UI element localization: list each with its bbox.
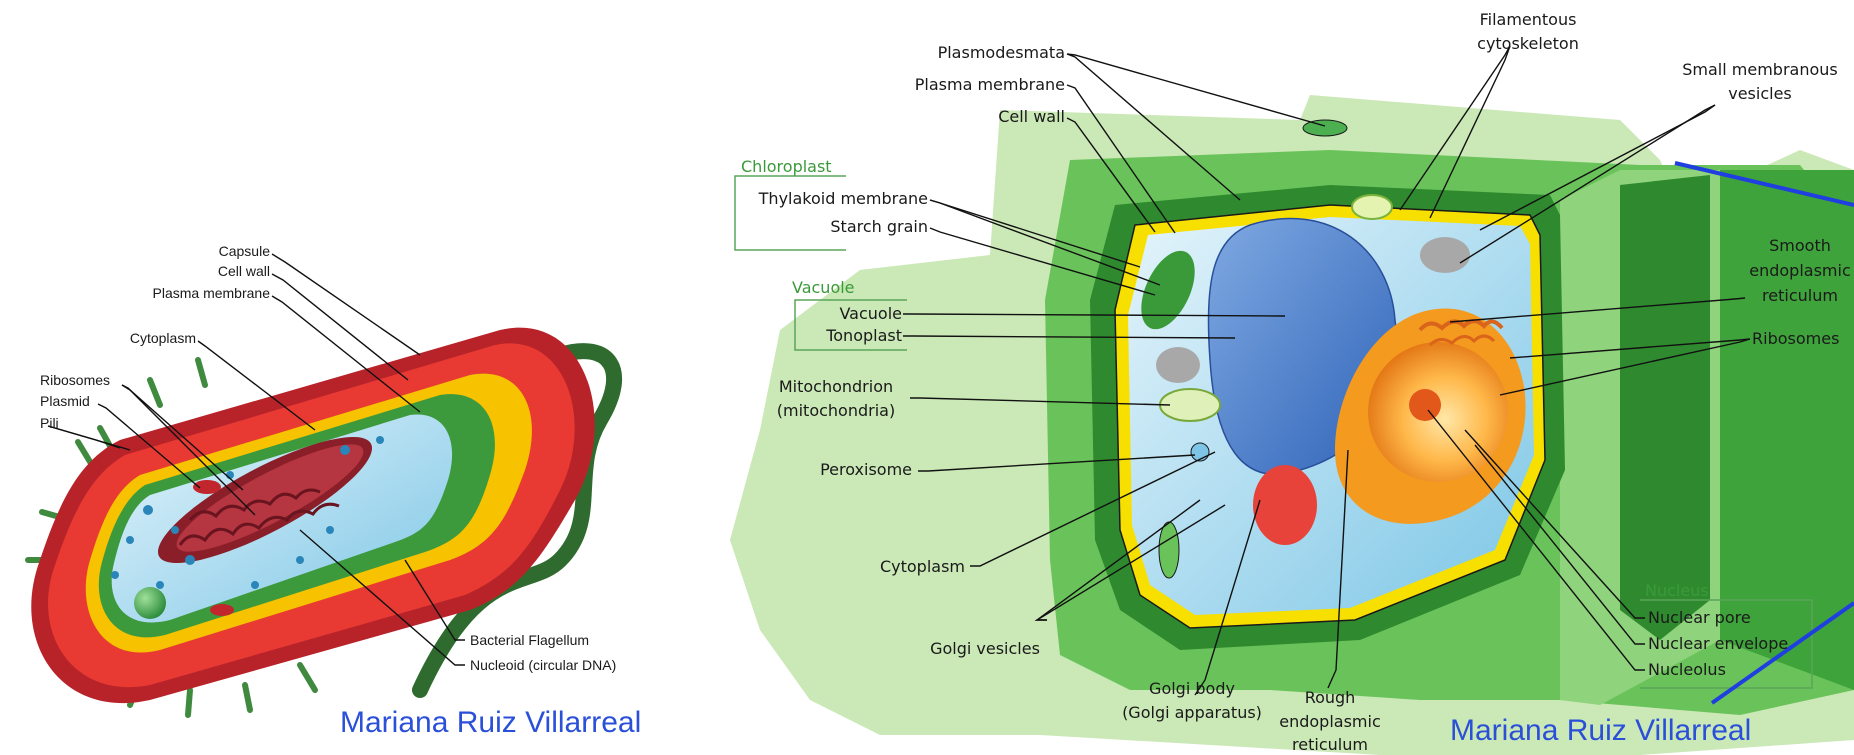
label-ribosomes: Ribosomes — [40, 372, 110, 388]
golgi-shape — [1253, 465, 1317, 545]
label-nuclear-pore: Nuclear pore — [1648, 608, 1751, 627]
group-chloroplast: Chloroplast — [741, 157, 832, 176]
label-pili: Pili — [40, 415, 59, 431]
label-rough-er-1: Rough — [1305, 688, 1356, 707]
plasmid-shape — [193, 480, 221, 494]
label-tonoplast: Tonoplast — [825, 326, 902, 345]
label-mitochondria: (mitochondria) — [777, 401, 895, 420]
label-cytoplasm: Cytoplasm — [130, 330, 196, 346]
label-golgi-apparatus: (Golgi apparatus) — [1122, 703, 1262, 722]
credit-right: Mariana Ruiz Villarreal — [1450, 714, 1751, 747]
label-rough-er-3: reticulum — [1292, 735, 1368, 754]
label-rough-er-2: endoplasmic — [1279, 712, 1381, 731]
cell-wall-side-dark — [1620, 175, 1710, 640]
label-cell-wall: Cell wall — [998, 107, 1065, 126]
nucleolus-shape — [1409, 389, 1441, 421]
label-mitochondrion: Mitochondrion — [779, 377, 893, 396]
label-small-vesicles-1: Small membranous — [1682, 60, 1837, 79]
label-flagellum: Bacterial Flagellum — [470, 632, 589, 648]
label-starch: Starch grain — [830, 217, 928, 236]
chloroplast-shape-2 — [1352, 195, 1392, 219]
credit-left: Mariana Ruiz Villarreal — [340, 706, 641, 739]
label-smooth-er-2: endoplasmic — [1749, 261, 1851, 280]
label-plasma-membrane: Plasma membrane — [915, 75, 1065, 94]
label-small-vesicles-2: vesicles — [1728, 84, 1792, 103]
label-smooth-er-1: Smooth — [1769, 236, 1831, 255]
label-cytoplasm: Cytoplasm — [880, 557, 965, 576]
label-vacuole: Vacuole — [839, 304, 902, 323]
label-nucleoid: Nucleoid (circular DNA) — [470, 657, 616, 673]
label-golgi-body: Golgi body — [1149, 679, 1235, 698]
label-plasmid: Plasmid — [40, 393, 90, 409]
plasmodesma-pit-2 — [1159, 522, 1179, 578]
plasmid-shape-2 — [210, 604, 234, 616]
label-filamentous-1: Filamentous — [1480, 10, 1577, 29]
label-peroxisome: Peroxisome — [820, 460, 912, 479]
label-nucleolus: Nucleolus — [1648, 660, 1726, 679]
label-thylakoid: Thylakoid membrane — [758, 189, 928, 208]
grey-vesicle — [1156, 347, 1200, 383]
label-capsule: Capsule — [219, 243, 271, 259]
storage-granule-shape — [134, 587, 166, 619]
group-nucleus: Nucleus — [1645, 581, 1709, 600]
plasmodesma-pit — [1303, 120, 1347, 136]
label-filamentous-2: cytoskeleton — [1477, 34, 1579, 53]
label-plasma-membrane: Plasma membrane — [153, 285, 271, 301]
label-ribosomes: Ribosomes — [1752, 329, 1839, 348]
peroxisome-shape — [1191, 443, 1209, 461]
group-vacuole: Vacuole — [792, 278, 855, 297]
label-nuclear-envelope: Nuclear envelope — [1648, 634, 1788, 653]
label-smooth-er-3: reticulum — [1762, 286, 1838, 305]
chloroplast-box — [735, 176, 846, 250]
label-plasmodesmata: Plasmodesmata — [938, 43, 1065, 62]
label-golgi-vesicles: Golgi vesicles — [930, 639, 1040, 658]
label-cell-wall: Cell wall — [218, 263, 270, 279]
grey-vesicle-2 — [1420, 237, 1470, 273]
